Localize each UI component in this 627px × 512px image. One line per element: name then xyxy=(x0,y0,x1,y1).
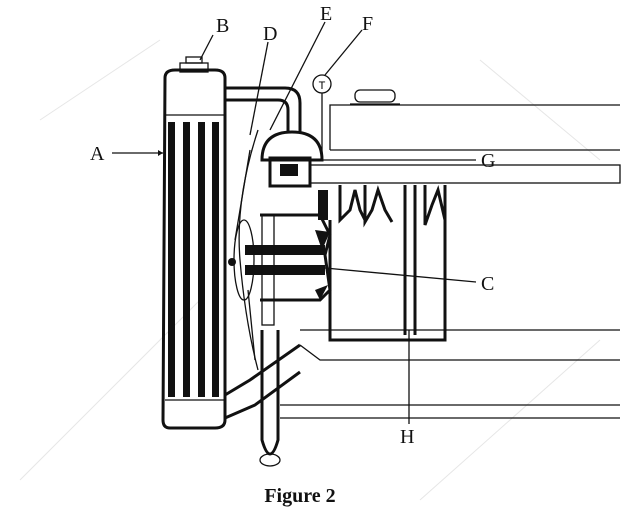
fan xyxy=(228,129,259,371)
label-c: C xyxy=(481,273,494,295)
top-hose xyxy=(225,86,302,132)
bottom-hose xyxy=(224,343,301,420)
figure-caption: Figure 2 xyxy=(264,485,335,507)
background-watermark xyxy=(19,39,601,501)
label-h: H xyxy=(400,426,414,448)
label-f: F xyxy=(362,13,373,35)
water-pump xyxy=(245,213,332,302)
label-a: A xyxy=(90,143,105,165)
label-b: B xyxy=(216,15,229,37)
label-g: G xyxy=(481,150,495,172)
radiator-cap xyxy=(179,56,209,73)
radiator xyxy=(161,68,227,430)
engine-head xyxy=(309,89,621,184)
gauge-symbol: T xyxy=(319,80,326,92)
label-e: E xyxy=(320,3,332,25)
label-d: D xyxy=(263,23,277,45)
temperature-gauge: T xyxy=(312,74,332,155)
thermostat-housing xyxy=(260,130,324,188)
leader-lines xyxy=(112,21,477,424)
pulley-belt xyxy=(259,214,281,467)
engine-block xyxy=(280,185,620,419)
